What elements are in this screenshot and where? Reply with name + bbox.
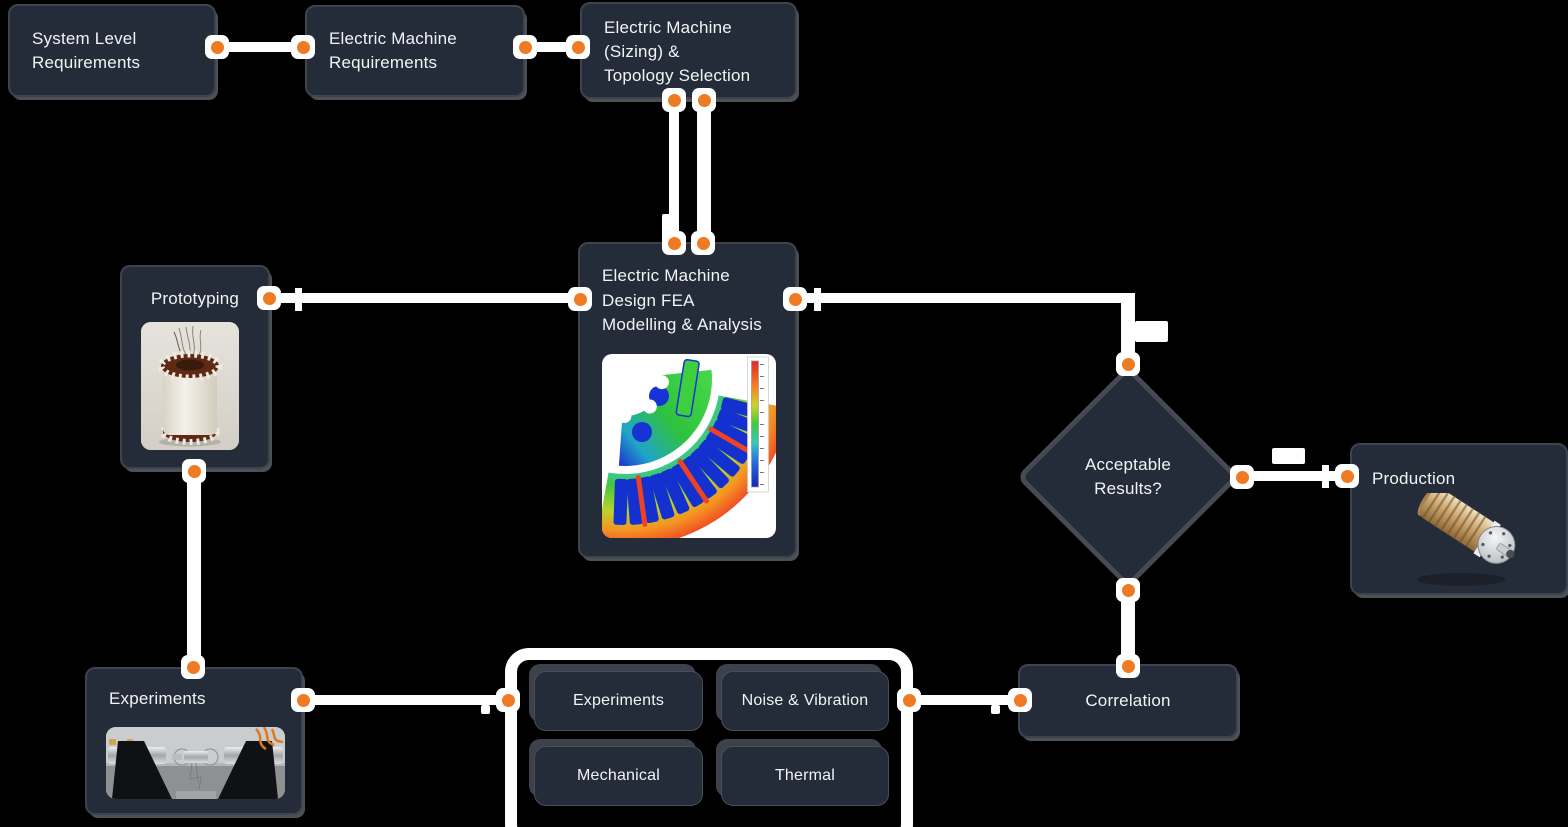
connector-endpoint-dot[interactable] [182, 459, 206, 483]
node-experiments[interactable]: Experiments [85, 667, 303, 815]
connector-endpoint-dot[interactable] [1335, 464, 1359, 488]
connector-endpoint-dot[interactable] [897, 688, 921, 712]
connector-cross-marker [1314, 465, 1337, 488]
connector-endpoint-dot[interactable] [691, 231, 715, 255]
connector-endpoint-dot[interactable] [181, 655, 205, 679]
node-label: Electric Machine Design FEA Modelling & … [602, 266, 762, 334]
connector-endpoint-dot[interactable] [496, 688, 520, 712]
connector-cross-marker [287, 288, 310, 311]
node-production[interactable]: Production [1350, 443, 1568, 595]
fea-simulation-image [602, 354, 776, 538]
group-item-label: Experiments [572, 692, 665, 709]
group-item-mechanical[interactable]: Mechanical [534, 746, 703, 806]
connector-label-blob [1272, 448, 1305, 464]
connector-endpoint-dot[interactable] [1116, 352, 1140, 376]
connector-line [1121, 296, 1135, 358]
connector-endpoint-dot[interactable] [662, 88, 686, 112]
connector-endpoint-dot[interactable] [1116, 578, 1140, 602]
node-label: Electric Machine (Sizing) & Topology Sel… [604, 18, 751, 85]
node-label: System Level Requirements [32, 28, 141, 72]
connector-line [697, 100, 711, 243]
node-label: Acceptable Results? [1084, 455, 1172, 498]
rotor-assembly-image [1404, 493, 1524, 593]
node-label: Electric Machine Requirements [329, 29, 457, 72]
node-label: Production [1372, 469, 1456, 488]
group-item-experiments[interactable]: Experiments [534, 671, 703, 731]
connector-line [798, 293, 1135, 303]
group-item-label: Noise & Vibration [741, 692, 869, 709]
connector-endpoint-dot[interactable] [257, 286, 281, 310]
node-label: Prototyping [150, 289, 240, 308]
connector-line [669, 100, 679, 243]
group-item-noise-vibration[interactable]: Noise & Vibration [721, 671, 889, 731]
connector-line [912, 695, 1021, 705]
connector-line [1248, 471, 1348, 481]
test-bench-image [106, 727, 285, 799]
group-item-label: Thermal [774, 767, 836, 784]
node-correlation[interactable]: Correlation [1018, 664, 1238, 738]
connector-tick-blob [991, 705, 1000, 714]
connector-cross-marker [806, 288, 829, 311]
node-label: Correlation [1085, 691, 1171, 710]
node-system-requirements[interactable]: System Level Requirements [8, 4, 216, 97]
validation-group-container[interactable]: Experiments Noise & Vibration Mechanical… [505, 648, 913, 827]
connector-endpoint-dot[interactable] [291, 688, 315, 712]
connector-line [528, 42, 581, 52]
connector-endpoint-dot[interactable] [783, 287, 807, 311]
connector-endpoint-dot[interactable] [1230, 465, 1254, 489]
node-fea-modelling[interactable]: Electric Machine Design FEA Modelling & … [578, 242, 797, 558]
node-prototyping[interactable]: Prototyping [120, 265, 270, 469]
connector-endpoint-dot[interactable] [692, 88, 716, 112]
connector-line [222, 42, 307, 52]
connector-endpoint-dot[interactable] [568, 287, 592, 311]
node-sizing-topology[interactable]: Electric Machine (Sizing) & Topology Sel… [580, 2, 797, 99]
connector-endpoint-dot[interactable] [291, 35, 315, 59]
connector-line [306, 695, 509, 705]
connector-endpoint-dot[interactable] [513, 35, 537, 59]
connector-endpoint-dot[interactable] [1116, 654, 1140, 678]
group-item-thermal[interactable]: Thermal [721, 746, 889, 806]
group-item-label: Mechanical [577, 767, 660, 784]
connector-line [187, 474, 201, 668]
connector-endpoint-dot[interactable] [662, 231, 686, 255]
connector-corner-blob [1135, 321, 1168, 342]
connector-line [278, 293, 582, 303]
connector-endpoint-dot[interactable] [205, 35, 229, 59]
connector-endpoint-dot[interactable] [1008, 688, 1032, 712]
prototype-stator-image [141, 322, 239, 450]
node-label: Experiments [109, 689, 206, 708]
connector-line [1121, 593, 1135, 667]
connector-endpoint-dot[interactable] [566, 35, 590, 59]
node-machine-requirements[interactable]: Electric Machine Requirements [305, 5, 525, 97]
connector-tick-blob [481, 705, 490, 714]
